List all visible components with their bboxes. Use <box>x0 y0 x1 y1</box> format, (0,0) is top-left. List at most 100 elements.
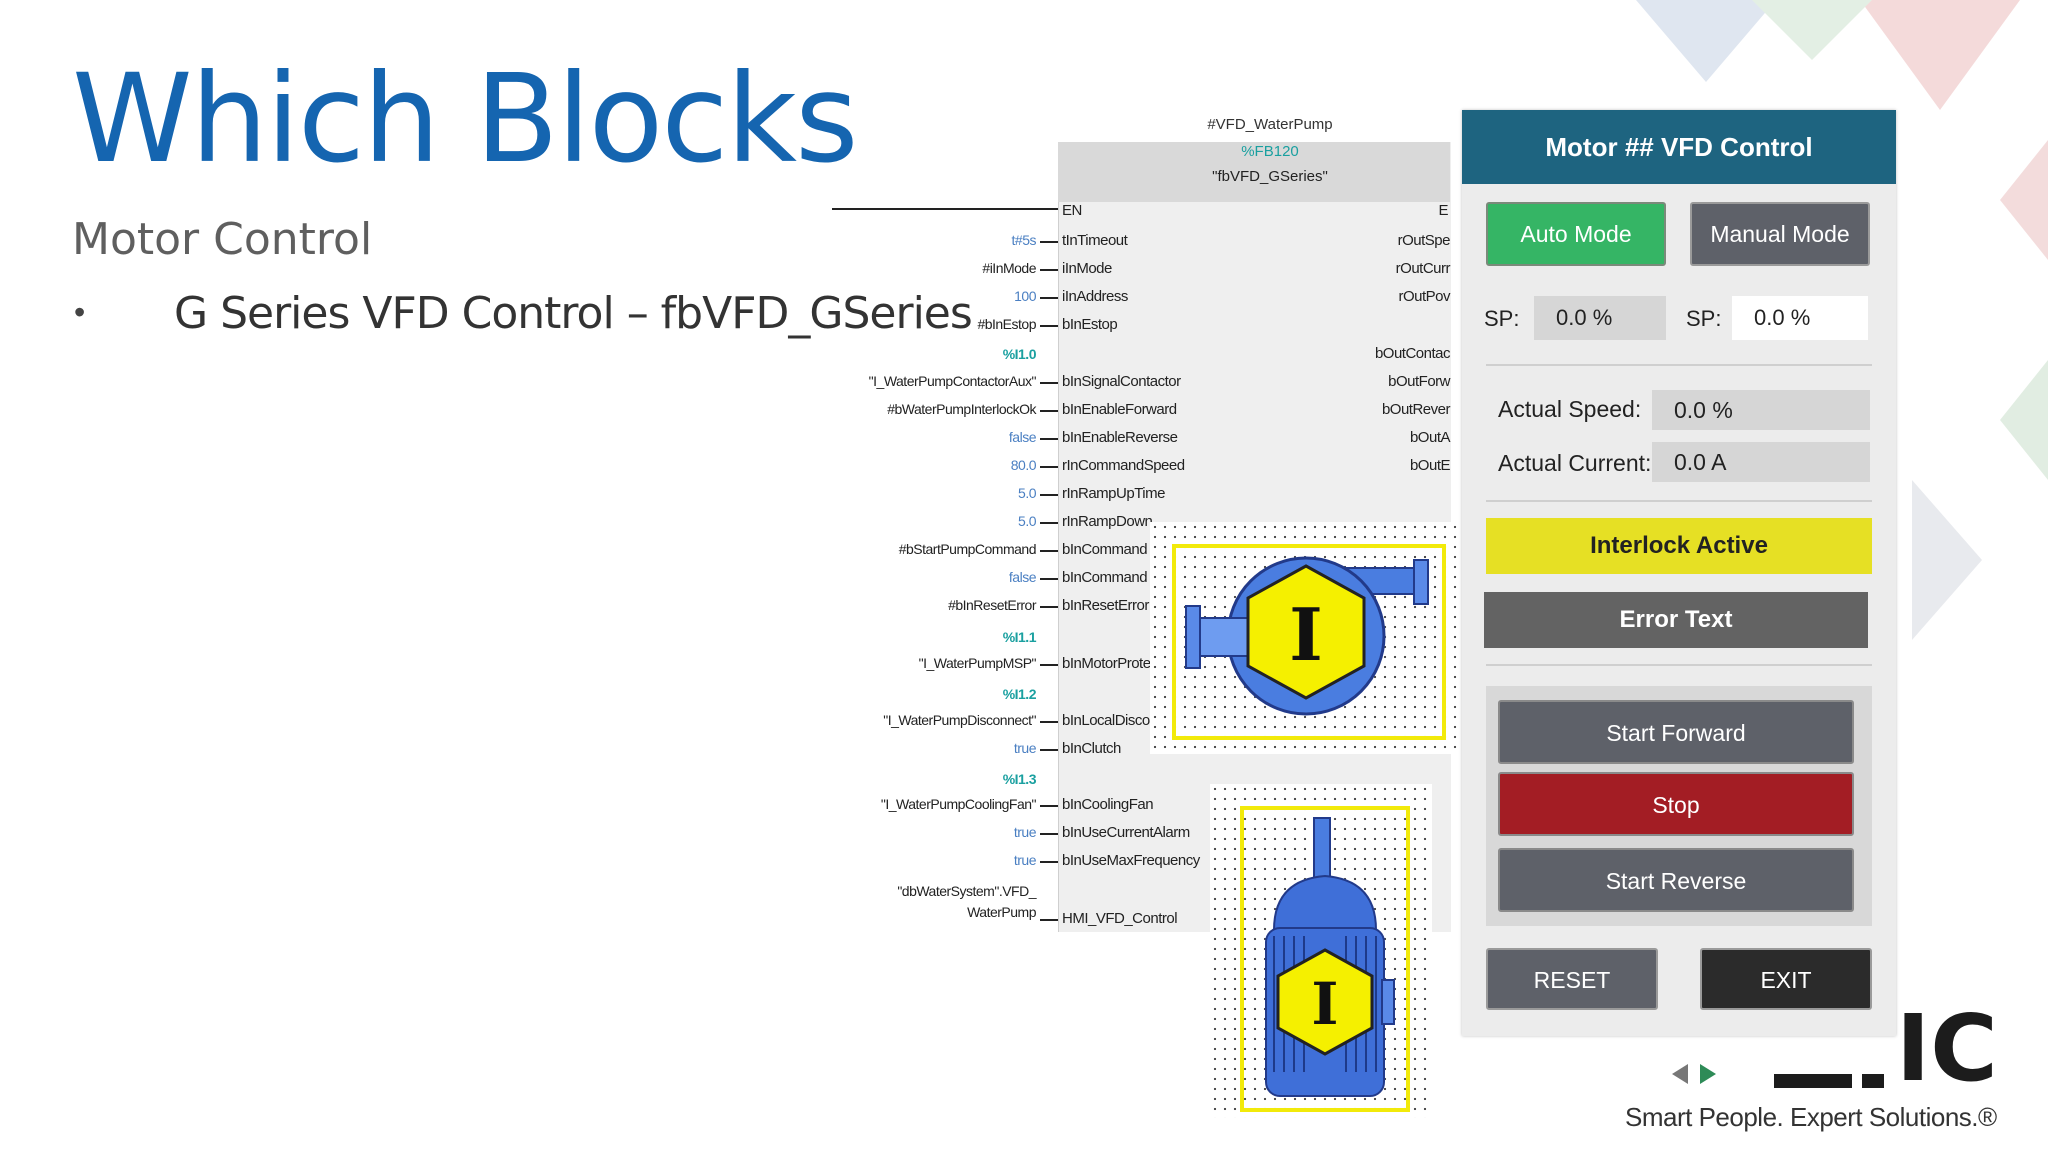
fb-input-value: "dbWaterSystem".VFD_ <box>897 883 1036 899</box>
fb-input-wire <box>1040 861 1058 863</box>
fb-output-pin: bOutA <box>1409 429 1451 446</box>
fb-input-value: 100 <box>1014 288 1036 304</box>
logo: IC <box>1630 990 2030 1102</box>
actual-current-label: Actual Current: <box>1498 450 1652 476</box>
pump-letter: I <box>1289 592 1323 677</box>
fb-input-value: #bWaterPumpInterlockOk <box>887 401 1036 417</box>
fb-input-wire <box>1040 721 1058 723</box>
logo-text-ic: IC <box>1896 995 1998 1100</box>
fb-input-wire <box>1040 494 1058 496</box>
fb-input-wire <box>1040 606 1058 608</box>
logo-tagline: Smart People. Expert Solutions.® <box>1625 1102 1997 1132</box>
sp-input-2[interactable]: 0.0 % <box>1732 296 1868 340</box>
fb-input-pin: bInCoolingFan <box>1062 796 1154 813</box>
decor-triangle-right-1 <box>2000 140 2048 260</box>
sp-label-1: SP: <box>1484 306 1520 331</box>
fb-input-value: "I_WaterPumpDisconnect" <box>883 712 1036 728</box>
fb-output-pin: rOutPov <box>1398 288 1450 305</box>
fb-input-wire <box>1040 241 1058 243</box>
fb-output-pin: rOutCurr <box>1395 260 1451 277</box>
actual-speed-value: 0.0 % <box>1652 390 1870 430</box>
fb-input-address: %I1.1 <box>1002 629 1037 645</box>
fb-input-pin: bInSignalContactor <box>1062 373 1181 390</box>
fb-input-pin: iInMode <box>1062 260 1112 277</box>
fb-output-pin: bOutRever <box>1381 401 1451 418</box>
fb-input-wire <box>1040 382 1058 384</box>
decor-triangle-green <box>1752 0 1872 60</box>
hmi-title: Motor ## VFD Control <box>1462 110 1896 184</box>
error-text-display: Error Text <box>1484 592 1868 648</box>
stop-button[interactable]: Stop <box>1498 772 1854 836</box>
slide-title: Which Blocks <box>72 48 859 190</box>
fb-input-wire <box>1040 466 1058 468</box>
fb-input-value: true <box>1013 740 1037 756</box>
fb-input-value: false <box>1008 569 1037 585</box>
sp-display-1: 0.0 % <box>1534 296 1666 340</box>
fb-input-pin: bInUseCurrentAlarm <box>1062 824 1190 841</box>
bullet-marker: • <box>74 294 86 330</box>
manual-mode-button[interactable]: Manual Mode <box>1690 202 1870 266</box>
fb-input-value: true <box>1013 824 1037 840</box>
fb-input-value: t#5s <box>1011 232 1037 248</box>
fb-input-pin: bInLocalDisco <box>1062 712 1150 729</box>
fb-input-pin: rInRampDown <box>1062 513 1153 530</box>
fb-input-wire <box>1040 325 1058 327</box>
fb-input-wire <box>1040 438 1058 440</box>
fb-type-name: "fbVFD_GSeries" <box>1212 168 1328 185</box>
decor-triangle-red <box>1860 0 2020 110</box>
fb-input-pin: bInMotorProte <box>1062 655 1151 672</box>
fb-input-pin: bInUseMaxFrequency <box>1062 852 1200 869</box>
fb-input-pin: HMI_VFD_Control <box>1062 910 1178 927</box>
fb-input-wire <box>1040 522 1058 524</box>
fb-input-wire <box>1040 833 1058 835</box>
fb-input-pin: rInCommandSpeed <box>1062 457 1185 474</box>
fb-input-pin: bInEnableForward <box>1062 401 1177 418</box>
start-forward-button[interactable]: Start Forward <box>1498 700 1854 764</box>
en-pin: EN <box>1062 202 1082 219</box>
decor-triangle-right-3 <box>1912 480 1982 640</box>
slide-subtitle: Motor Control <box>72 214 373 265</box>
fb-input-address: %I1.3 <box>1002 771 1037 787</box>
fb-input-pin: bInClutch <box>1062 740 1121 757</box>
fb-input-wire <box>1040 749 1058 751</box>
actual-current-value: 0.0 A <box>1652 442 1870 482</box>
eno-pin: E <box>1438 202 1448 219</box>
fb-input-value: #iInMode <box>982 260 1036 276</box>
pump-icon: I <box>1172 544 1446 740</box>
fb-instance-name: #VFD_WaterPump <box>1207 116 1333 133</box>
fb-input-value: #bStartPumpCommand <box>898 541 1037 557</box>
fb-input-pin: rInRampUpTime <box>1062 485 1165 502</box>
fb-input-address: %I1.0 <box>1002 346 1037 362</box>
pump-graphic: I <box>1185 556 1429 716</box>
bullet-text: G Series VFD Control – fbVFD_GSeries <box>174 288 973 339</box>
fb-input-pin: bInCommand <box>1062 541 1148 558</box>
fb-input-wire <box>1040 919 1058 921</box>
interlock-status: Interlock Active <box>1486 518 1872 574</box>
fb-input-wire <box>1040 297 1058 299</box>
fb-input-value-cont: WaterPump <box>967 904 1036 920</box>
separator <box>1486 664 1872 666</box>
sp-label-2: SP: <box>1686 306 1722 331</box>
exit-button[interactable]: EXIT <box>1700 948 1872 1010</box>
motor-graphic: I <box>1265 817 1395 1097</box>
fb-input-pin: bInResetError <box>1062 597 1149 614</box>
fb-output-pin: bOutContac <box>1374 345 1451 362</box>
separator <box>1486 500 1872 502</box>
motor-icon: I <box>1240 806 1410 1112</box>
fb-input-wire <box>1040 550 1058 552</box>
en-wire <box>832 208 1058 210</box>
fb-number: %FB120 <box>1241 143 1299 160</box>
auto-mode-button[interactable]: Auto Mode <box>1486 202 1666 266</box>
fb-input-value: #bInResetError <box>948 597 1036 613</box>
motor-letter: I <box>1311 970 1338 1038</box>
fb-output-pin: bOutE <box>1409 457 1451 474</box>
fb-input-value: "I_WaterPumpMSP" <box>918 655 1037 671</box>
logo-mark: IC <box>1672 995 1998 1102</box>
fb-output-pin: rOutSpe <box>1397 232 1451 249</box>
actual-speed-label: Actual Speed: <box>1498 396 1642 422</box>
reset-button[interactable]: RESET <box>1486 948 1658 1010</box>
fb-input-value: "I_WaterPumpCoolingFan" <box>880 796 1037 812</box>
start-reverse-button[interactable]: Start Reverse <box>1498 848 1854 912</box>
fb-input-value: 5.0 <box>1018 513 1036 529</box>
fb-input-wire <box>1040 578 1058 580</box>
